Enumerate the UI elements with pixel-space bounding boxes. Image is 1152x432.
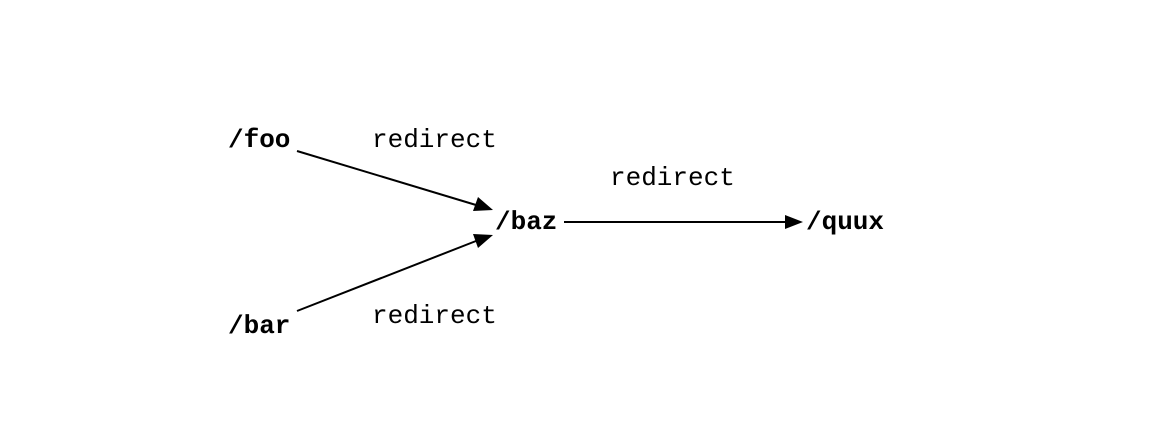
edge-line-foo-baz [296,150,477,206]
edge-label-bar-baz: redirect [372,301,497,331]
node-bar: /bar [228,311,290,341]
node-foo: /foo [228,125,290,155]
arrowhead-baz-quux-icon [785,215,803,229]
edge-foo-to-baz [296,150,493,211]
edge-line-bar-baz [296,240,477,312]
edge-label-foo-baz: redirect [372,125,497,155]
arrowhead-bar-baz-icon [473,234,493,248]
edge-bar-to-baz [296,234,493,312]
arrowhead-foo-baz-icon [473,197,493,211]
node-baz: /baz [495,207,557,237]
node-quux: /quux [806,207,884,237]
edge-baz-to-quux [564,215,803,229]
edge-label-baz-quux: redirect [610,163,735,193]
